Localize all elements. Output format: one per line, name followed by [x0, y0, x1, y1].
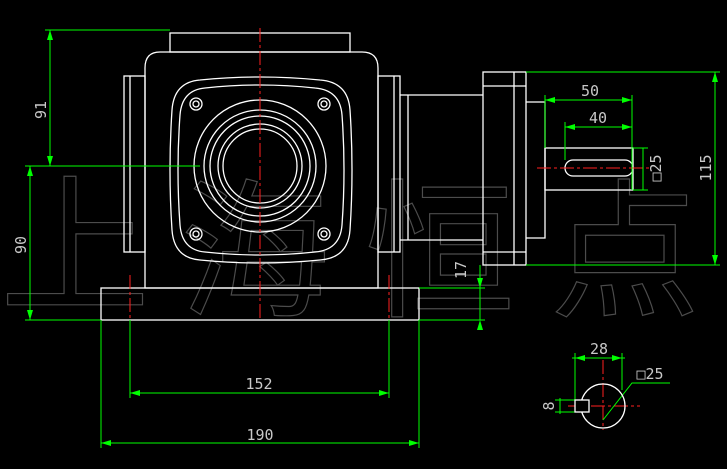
bolt-hole — [317, 97, 331, 111]
right-cover — [377, 75, 401, 253]
watermark-char-3: 恒 — [365, 167, 515, 341]
bolt-hole — [320, 230, 328, 238]
bolt-hole — [192, 230, 200, 238]
dim-bolt-spacing: 152 — [245, 375, 272, 393]
front-face — [169, 76, 353, 264]
bolt-holes — [189, 97, 331, 241]
left-cover — [123, 75, 146, 253]
output-neck — [400, 94, 483, 241]
dim-height-lower: 90 — [12, 236, 30, 254]
dim-shaft-square: □25 — [647, 154, 665, 181]
bolt-hole — [192, 100, 200, 108]
dim-shaft-length-key: 40 — [589, 109, 607, 127]
bolt-hole — [189, 97, 203, 111]
watermark-char-1: 上 — [0, 162, 150, 336]
output-flange — [482, 71, 527, 266]
watermark: 上 海 恒 点 — [0, 161, 701, 341]
dimension-lines — [25, 29, 720, 448]
bolt-hole — [320, 100, 328, 108]
shaft-housing — [526, 101, 546, 239]
bolt-hole — [317, 227, 331, 241]
shaft-section-view — [574, 383, 626, 429]
arrowheads — [27, 30, 718, 446]
section-keyway — [574, 399, 590, 413]
bolt-hole — [189, 227, 203, 241]
dim-base-width: 190 — [246, 426, 273, 444]
watermark-char-4: 点 — [550, 167, 700, 341]
dim-flange-height: 115 — [697, 154, 715, 181]
gearbox-outline — [100, 32, 634, 321]
dim-shaft-length-outer: 50 — [581, 82, 599, 100]
dim-section-depth: 28 — [590, 340, 608, 358]
dimension-labels: 91 90 50 40 □25 115 17 152 190 28 □25 8 — [12, 82, 715, 444]
centerlines — [129, 28, 650, 430]
dim-section-square: □25 — [636, 365, 663, 383]
watermark-char-2: 海 — [180, 167, 330, 341]
dim-key-width: 8 — [540, 401, 558, 410]
dim-base-thickness: 17 — [452, 261, 470, 279]
dim-height-upper: 91 — [32, 101, 50, 119]
